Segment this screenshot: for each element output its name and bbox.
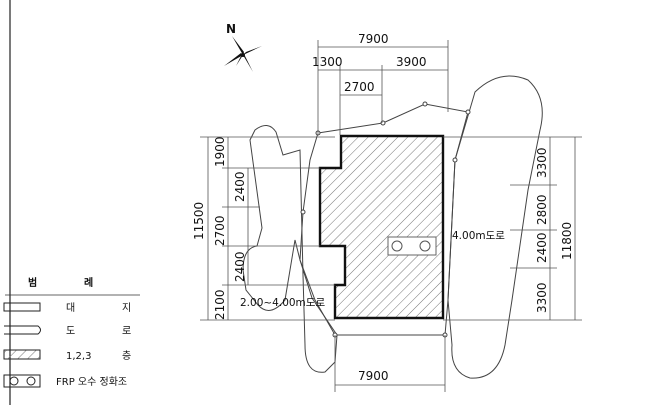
legend-septic: FRP 오수 정화조 bbox=[56, 376, 127, 388]
dim-bottom-total: 7900 bbox=[358, 369, 389, 383]
dim-left-total: 11500 bbox=[192, 202, 206, 240]
dim-left-2: 2400 bbox=[233, 171, 247, 202]
dim-left-3: 2700 bbox=[213, 215, 227, 246]
legend-floors-2: 층 bbox=[122, 350, 131, 362]
dim-top-right: 3900 bbox=[396, 55, 427, 69]
dim-right-2: 2800 bbox=[535, 194, 549, 225]
legend-floors-1: 1,2,3 bbox=[66, 351, 91, 362]
dim-top-total: 7900 bbox=[358, 32, 389, 46]
dim-right-total: 11800 bbox=[560, 222, 574, 260]
septic-tank-icon bbox=[387, 236, 437, 256]
legend-title-2: 례 bbox=[84, 276, 93, 289]
bottom-dimension-lines bbox=[334, 335, 446, 392]
legend-road-2: 로 bbox=[122, 326, 131, 337]
road-label-west: 2.00~4.00m도로 bbox=[240, 297, 325, 309]
dim-left-4: 2400 bbox=[233, 251, 247, 282]
legend-title-1: 범 bbox=[28, 276, 37, 289]
legend-road-1: 도 bbox=[66, 326, 75, 337]
left-dimension-lines bbox=[200, 136, 335, 321]
dim-left-5: 2100 bbox=[213, 289, 227, 320]
road-west bbox=[242, 125, 338, 373]
dim-right-3: 2400 bbox=[535, 232, 549, 263]
north-arrow-icon: N bbox=[224, 22, 262, 72]
road-east bbox=[447, 75, 543, 379]
dim-top-mid: 2700 bbox=[344, 80, 375, 94]
dim-left-1: 1900 bbox=[213, 136, 227, 167]
road-label-east: 4.00m도로 bbox=[452, 230, 505, 242]
boundary-points bbox=[300, 101, 471, 338]
dim-top-left: 1300 bbox=[312, 55, 343, 69]
legend-site-symbol bbox=[3, 302, 41, 312]
legend-site-1: 대 bbox=[66, 302, 75, 314]
right-dimension-lines bbox=[443, 136, 582, 321]
dim-right-4: 3300 bbox=[535, 282, 549, 313]
legend-floors-symbol bbox=[3, 349, 41, 360]
building-footprint bbox=[318, 134, 445, 320]
top-dimension-lines bbox=[317, 40, 449, 135]
legend: 범 례 대 지 도 로 1,2,3 층 FRP 오수 정화조 bbox=[3, 276, 140, 388]
legend-road-symbol bbox=[4, 325, 41, 335]
dim-right-1: 3300 bbox=[535, 147, 549, 178]
legend-septic-icon bbox=[3, 374, 41, 388]
legend-site-2: 지 bbox=[122, 302, 131, 314]
north-label: N bbox=[226, 22, 236, 36]
